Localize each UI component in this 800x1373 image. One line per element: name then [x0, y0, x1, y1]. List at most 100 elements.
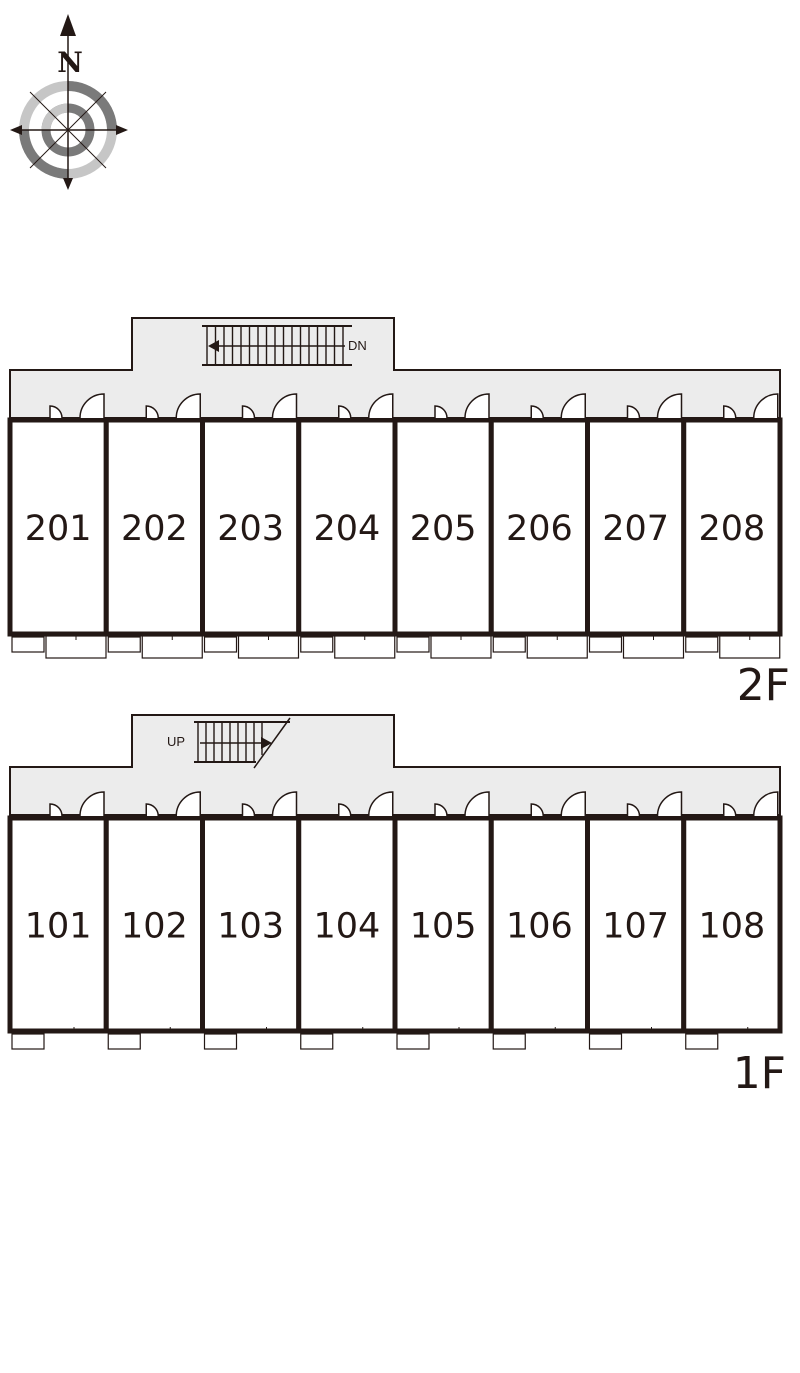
- door-main-icon: [656, 791, 683, 817]
- door-main-icon: [79, 393, 105, 419]
- door-main-icon: [464, 791, 490, 817]
- door-small-icon: [49, 803, 63, 817]
- unit-outline: [681, 815, 783, 1034]
- ac-unit: [396, 636, 430, 653]
- unit-number: 108: [698, 907, 765, 947]
- door-main-icon: [753, 393, 779, 419]
- unit-number: 202: [121, 509, 188, 549]
- door-small-icon: [530, 803, 544, 817]
- unit-number: 201: [25, 509, 92, 549]
- compass-north-label: N: [57, 46, 83, 79]
- unit-104: 104: [296, 791, 398, 1050]
- door-small-icon: [241, 803, 256, 817]
- unit-102: 102: [103, 791, 205, 1050]
- unit-number: 205: [410, 509, 477, 549]
- unit-number: 204: [313, 509, 380, 549]
- door-main-icon: [368, 791, 394, 817]
- door-main-icon: [175, 791, 201, 817]
- unit-number: 101: [25, 907, 92, 947]
- ac-unit: [203, 636, 238, 653]
- door-main-icon: [464, 393, 490, 419]
- stair-label-dn: DN: [348, 338, 367, 353]
- door-main-icon: [753, 791, 779, 817]
- unit-number: 105: [410, 907, 477, 947]
- unit-outline: [585, 417, 687, 637]
- door-main-icon: [271, 393, 298, 419]
- unit-number: 206: [506, 509, 573, 549]
- unit-number: 107: [602, 907, 669, 947]
- floor-label-1f: 1F: [733, 1048, 786, 1099]
- stair-arrow-icon: [208, 340, 219, 352]
- unit-number: 207: [602, 509, 669, 549]
- stairs-2f: DN: [202, 325, 367, 366]
- ac-unit: [588, 636, 623, 653]
- door-main-icon: [175, 393, 201, 419]
- ac-unit: [685, 1033, 719, 1050]
- ac-unit: [11, 636, 45, 653]
- stair-arrow-icon: [261, 737, 272, 749]
- ac-unit: [300, 1033, 334, 1050]
- unit-number: 104: [313, 907, 380, 947]
- door-small-icon: [145, 405, 159, 419]
- door-main-icon: [560, 393, 586, 419]
- unit-202: 202: [103, 393, 205, 659]
- unit-101: 101: [7, 791, 109, 1050]
- door-small-icon: [49, 405, 63, 419]
- ac-unit: [107, 636, 141, 653]
- door-main-icon: [368, 393, 394, 419]
- unit-outline: [103, 815, 205, 1034]
- ac-unit: [107, 1033, 141, 1050]
- unit-206: 206: [488, 393, 590, 659]
- floor-label-2f: 2F: [737, 660, 790, 711]
- north-compass-icon: N: [10, 14, 128, 190]
- unit-outline: [392, 815, 494, 1034]
- unit-207: 207: [585, 393, 687, 659]
- ac-unit: [300, 636, 334, 653]
- door-small-icon: [434, 405, 448, 419]
- unit-outline: [392, 417, 494, 637]
- stairs-1f: UP: [167, 717, 291, 769]
- unit-203: 203: [200, 393, 302, 659]
- door-small-icon: [338, 405, 352, 419]
- ac-unit: [492, 636, 526, 653]
- door-small-icon: [723, 803, 737, 817]
- door-small-icon: [338, 803, 352, 817]
- unit-outline: [488, 417, 590, 637]
- unit-number: 102: [121, 907, 188, 947]
- unit-outline: [200, 417, 302, 637]
- unit-outline: [585, 815, 687, 1034]
- floor-2f-plan: DN 201 202 203 204 205 206 207 208 2F: [7, 317, 790, 711]
- units-row-1f: 101 102 103 104 105 106 107 108: [7, 791, 783, 1050]
- unit-108: 108: [681, 791, 783, 1050]
- unit-103: 103: [200, 791, 302, 1050]
- door-main-icon: [79, 791, 105, 817]
- unit-number: 103: [217, 907, 284, 947]
- door-main-icon: [560, 791, 586, 817]
- unit-number: 106: [506, 907, 573, 947]
- stair-label-up: UP: [167, 734, 185, 749]
- unit-208: 208: [681, 393, 783, 659]
- unit-outline: [296, 417, 398, 637]
- door-small-icon: [241, 405, 256, 419]
- door-small-icon: [145, 803, 159, 817]
- unit-number: 208: [698, 509, 765, 549]
- ac-unit: [492, 1033, 526, 1050]
- door-small-icon: [723, 405, 737, 419]
- door-small-icon: [626, 405, 641, 419]
- ac-unit: [11, 1033, 45, 1050]
- door-small-icon: [530, 405, 544, 419]
- door-main-icon: [271, 791, 298, 817]
- unit-outline: [103, 417, 205, 637]
- ac-unit: [588, 1033, 623, 1050]
- door-small-icon: [626, 803, 641, 817]
- unit-105: 105: [392, 791, 494, 1050]
- unit-204: 204: [296, 393, 398, 659]
- unit-201: 201: [7, 393, 109, 659]
- unit-outline: [488, 815, 590, 1034]
- unit-106: 106: [488, 791, 590, 1050]
- unit-outline: [681, 417, 783, 637]
- ac-unit: [203, 1033, 238, 1050]
- unit-107: 107: [585, 791, 687, 1050]
- door-main-icon: [656, 393, 683, 419]
